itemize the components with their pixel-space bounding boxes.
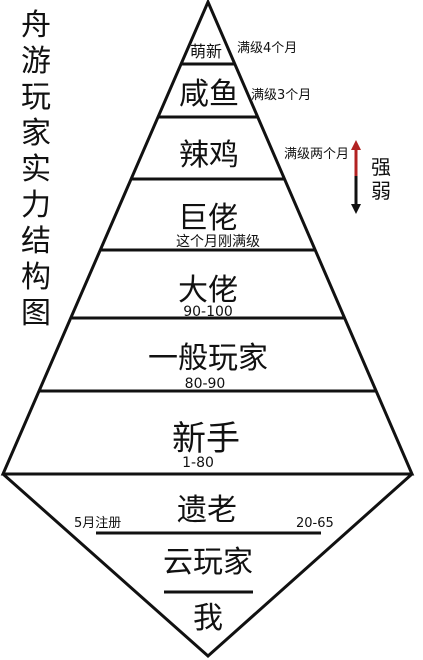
vertical-title-char: 力 [21, 188, 51, 223]
vertical-title-char: 家 [21, 116, 51, 151]
tier-sub-dalao: 90-100 [183, 304, 233, 320]
note-yilao-right: 20-65 [296, 516, 334, 531]
tier-sub-yiban-wanjia: 80-90 [185, 376, 226, 392]
upper-pyramid [0, 0, 415, 476]
tier-label-laji: 辣鸡 [179, 138, 239, 173]
note-laji: 满级两个月 [284, 147, 349, 162]
tier-sub-julao: 这个月刚满级 [176, 233, 260, 250]
vertical-title-char: 玩 [21, 80, 51, 115]
strength-label-strong: 强 [371, 155, 391, 179]
tier-label-yiban-wanjia: 一般玩家 [148, 341, 268, 376]
vertical-title-char: 实 [21, 152, 51, 187]
tier-label-xinshou: 新手 [172, 419, 240, 459]
strength-arrow-down-head [351, 204, 361, 214]
note-yilao-left: 5月注册 [74, 516, 121, 531]
note-mengxin: 满级4个月 [237, 41, 297, 56]
tier-label-yilao: 遗老 [177, 493, 237, 528]
vertical-title-char: 游 [21, 44, 51, 79]
tier-label-wo: 我 [193, 601, 223, 636]
strength-label-weak: 弱 [371, 179, 391, 203]
vertical-title-char: 结 [21, 224, 51, 259]
vertical-title-char: 构 [21, 260, 51, 295]
vertical-title-char: 图 [21, 296, 51, 331]
tier-label-yun-wanjia: 云玩家 [163, 545, 253, 580]
tier-label-julao: 巨佬 [178, 201, 238, 236]
tier-label-dalao: 大佬 [178, 273, 238, 308]
tier-label-mengxin: 萌新 [190, 42, 222, 61]
tier-sub-xinshou: 1-80 [182, 455, 214, 471]
strength-arrow-up-head [351, 140, 361, 150]
tier-label-xianyu: 咸鱼 [179, 77, 239, 112]
note-xianyu: 满级3个月 [251, 88, 311, 103]
lower-inverted-triangle [2, 472, 413, 659]
vertical-title-char: 舟 [21, 8, 51, 43]
